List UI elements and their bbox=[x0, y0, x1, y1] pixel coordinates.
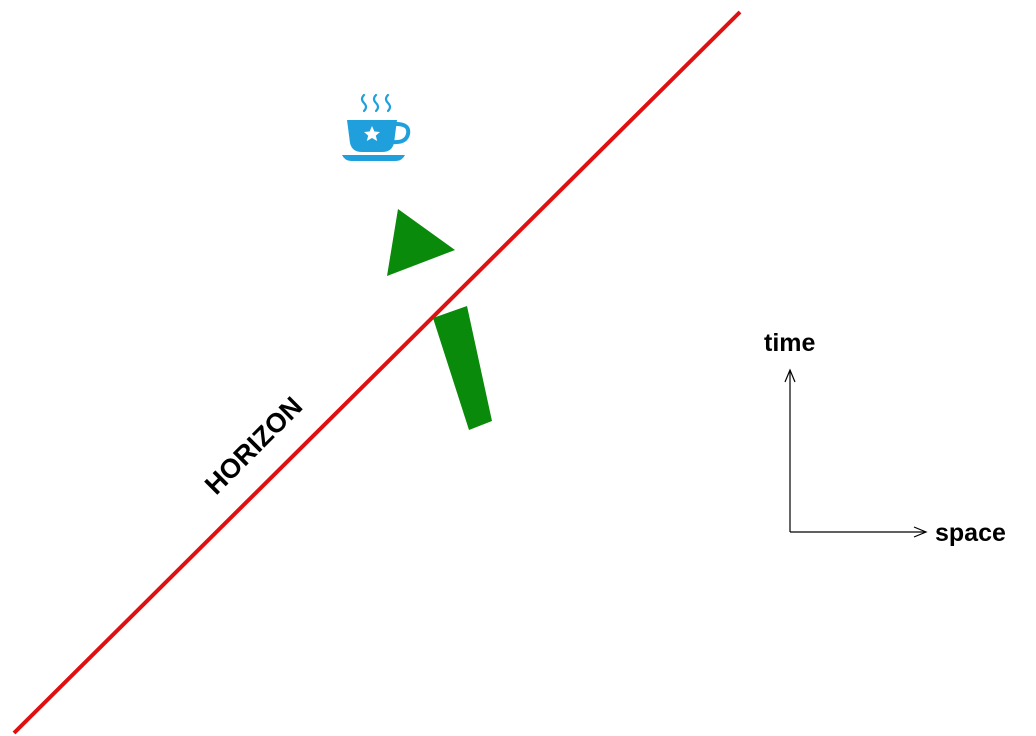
arrow-shaft bbox=[433, 306, 492, 430]
space-axis-arrowhead bbox=[913, 526, 928, 538]
horizon-label: HORIZON bbox=[199, 391, 308, 500]
horizon-line bbox=[12, 10, 742, 735]
arrow-head bbox=[387, 209, 455, 276]
time-axis-arrowhead bbox=[784, 368, 796, 383]
coffee-cup-icon bbox=[342, 93, 411, 161]
axes-indicator: time space bbox=[764, 329, 1006, 547]
worldline-arrow bbox=[387, 209, 492, 430]
time-axis-label: time bbox=[764, 329, 816, 357]
space-axis-label: space bbox=[935, 519, 1006, 547]
